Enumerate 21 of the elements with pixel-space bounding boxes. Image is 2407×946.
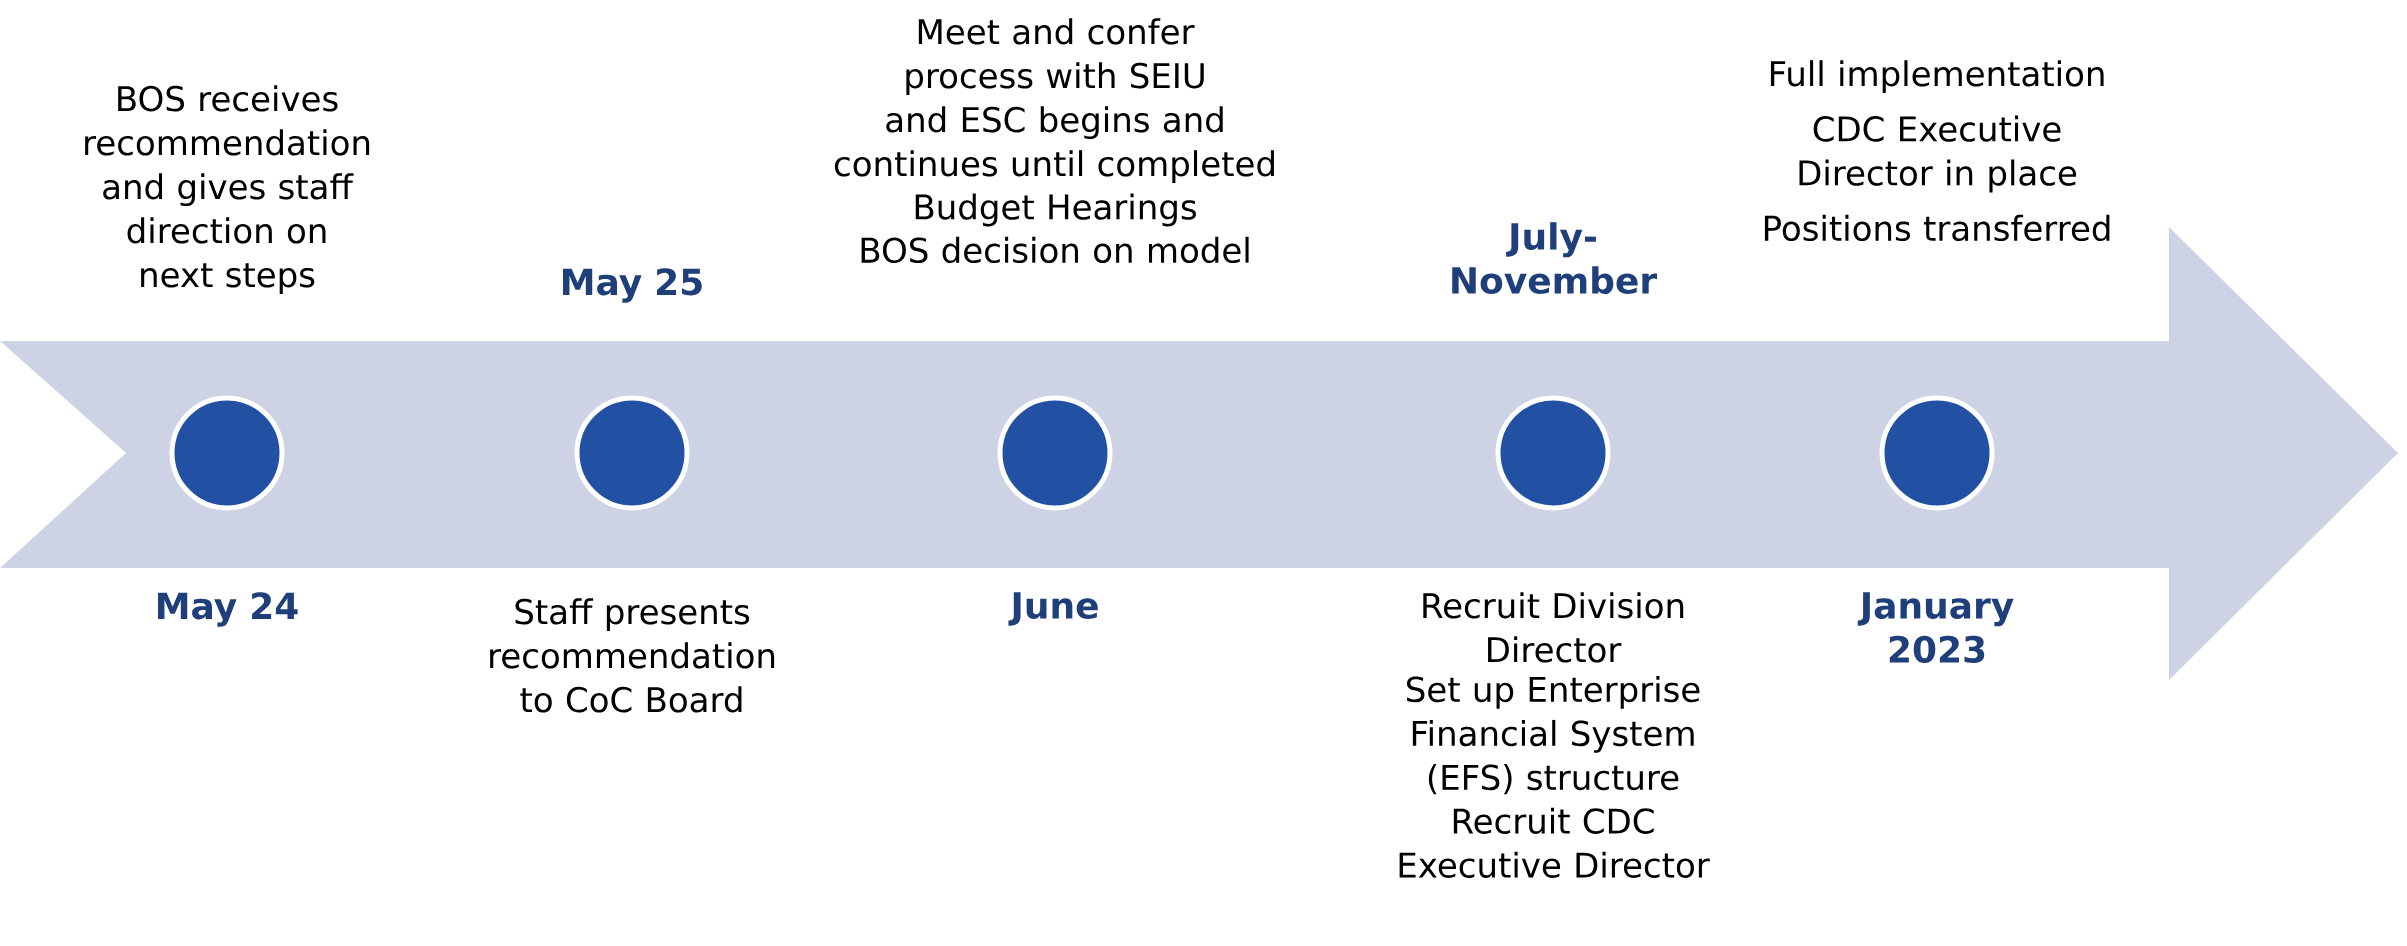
milestone-text: BOS receives recommendation and gives staff direction on next steps [85, 85, 370, 295]
milestone-text: Meet and confer process with SEIU and ESC begins and continues until completed [834, 18, 1274, 184]
milestone-circle [997, 395, 1113, 511]
milestone-text: Full implementation [1770, 60, 2104, 94]
date-label: May 25 [563, 268, 702, 303]
milestone-text: Positions transferred [1764, 214, 2110, 242]
date-label: May 24 [158, 592, 298, 627]
milestone-text: Recruit Division Director [1423, 592, 1684, 663]
milestone-text: Budget Hearings [915, 193, 1196, 227]
milestone-text: Recruit CDC Executive Director [1399, 807, 1710, 878]
date-label: January 2023 [1857, 592, 2014, 663]
milestone-text: Staff presents recommendation to CoC Board [490, 598, 775, 713]
milestone-circle [574, 395, 690, 511]
milestone-text: BOS decision on model [861, 236, 1249, 264]
date-label: June [1008, 592, 1098, 626]
date-label: July-November [1452, 222, 1657, 295]
milestone-circle [169, 395, 285, 511]
milestone-circle [1879, 395, 1995, 511]
milestone-text: CDC Executive Director in place [1799, 115, 2077, 193]
milestone-circle [1495, 395, 1611, 511]
milestone-text: Set up Enterprise Financial System (EFS) structure [1407, 675, 1700, 795]
